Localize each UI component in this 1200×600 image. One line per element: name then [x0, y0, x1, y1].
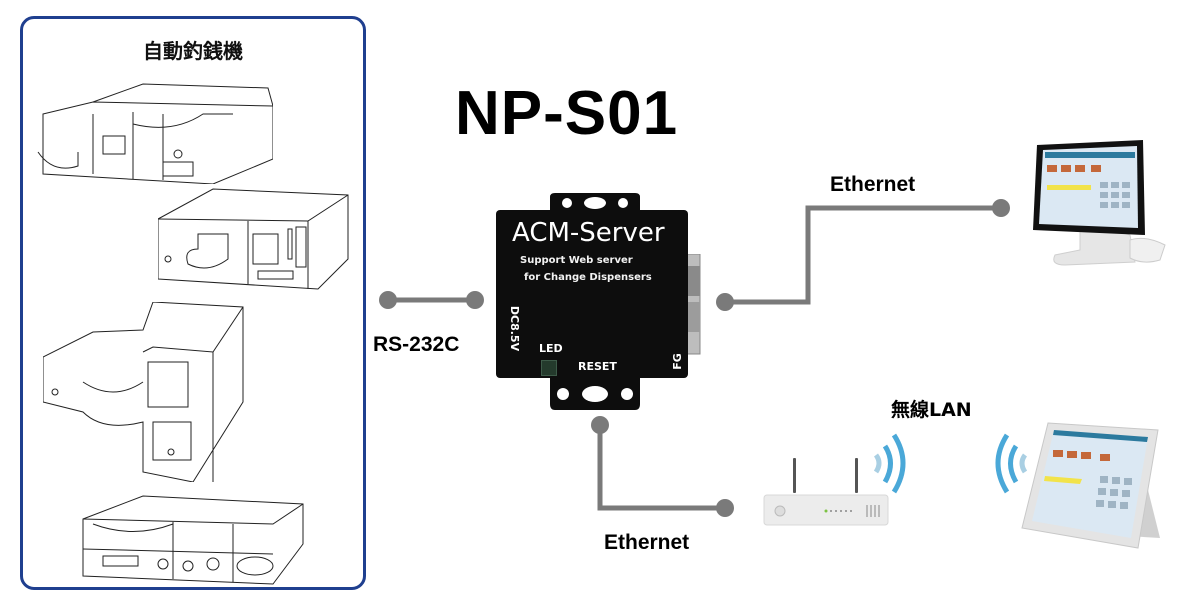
- wireless-lan-label: 無線LAN: [891, 399, 972, 421]
- fg-label: FG: [670, 353, 684, 370]
- ethernet-top-endpoint-pos: [992, 199, 1010, 217]
- wireless-router: [763, 458, 889, 526]
- ethernet-bottom-endpoint-device: [591, 416, 609, 434]
- acm-server-device: ACM-Server Support Web server for Change…: [496, 210, 688, 378]
- panel-title: 自動釣銭機: [143, 39, 243, 63]
- rs232c-label: RS-232C: [373, 333, 460, 356]
- ethernet-line-top: [725, 205, 1001, 305]
- led-label: LED: [539, 342, 563, 355]
- ethernet-top-endpoint-device: [716, 293, 734, 311]
- rs232c-endpoint-left: [379, 291, 397, 309]
- device-subtitle-1: Support Web server: [520, 255, 633, 266]
- change-machine-illustration-1: [37, 83, 273, 184]
- ethernet-bottom-endpoint-router: [716, 499, 734, 517]
- device-subtitle-2: for Change Dispensers: [524, 272, 652, 283]
- pos-terminal: [1033, 140, 1166, 266]
- wifi-signal-icon-router: [873, 433, 906, 494]
- serial-connector: [686, 254, 701, 355]
- device-name: ACM-Server: [512, 218, 665, 248]
- device-mount-top: [550, 193, 640, 213]
- ethernet-line-bottom: [597, 425, 725, 511]
- led-indicator: [541, 360, 557, 376]
- ethernet-top-label: Ethernet: [830, 173, 916, 196]
- device-mount-bottom: [550, 376, 640, 410]
- rs232c-endpoint-right: [466, 291, 484, 309]
- change-machine-illustration-3: [43, 302, 244, 482]
- tablet-device: [1021, 422, 1160, 549]
- product-title: NP-S01: [455, 79, 679, 148]
- change-machine-illustration-4: [82, 495, 304, 585]
- power-label: DC8.5V: [508, 305, 522, 352]
- change-machine-panel: 自動釣銭機: [20, 16, 366, 590]
- ethernet-bottom-label: Ethernet: [604, 531, 690, 554]
- wifi-signal-icon-tablet: [995, 433, 1028, 494]
- change-machine-illustration-2: [158, 188, 349, 290]
- reset-button[interactable]: RESET: [578, 360, 617, 373]
